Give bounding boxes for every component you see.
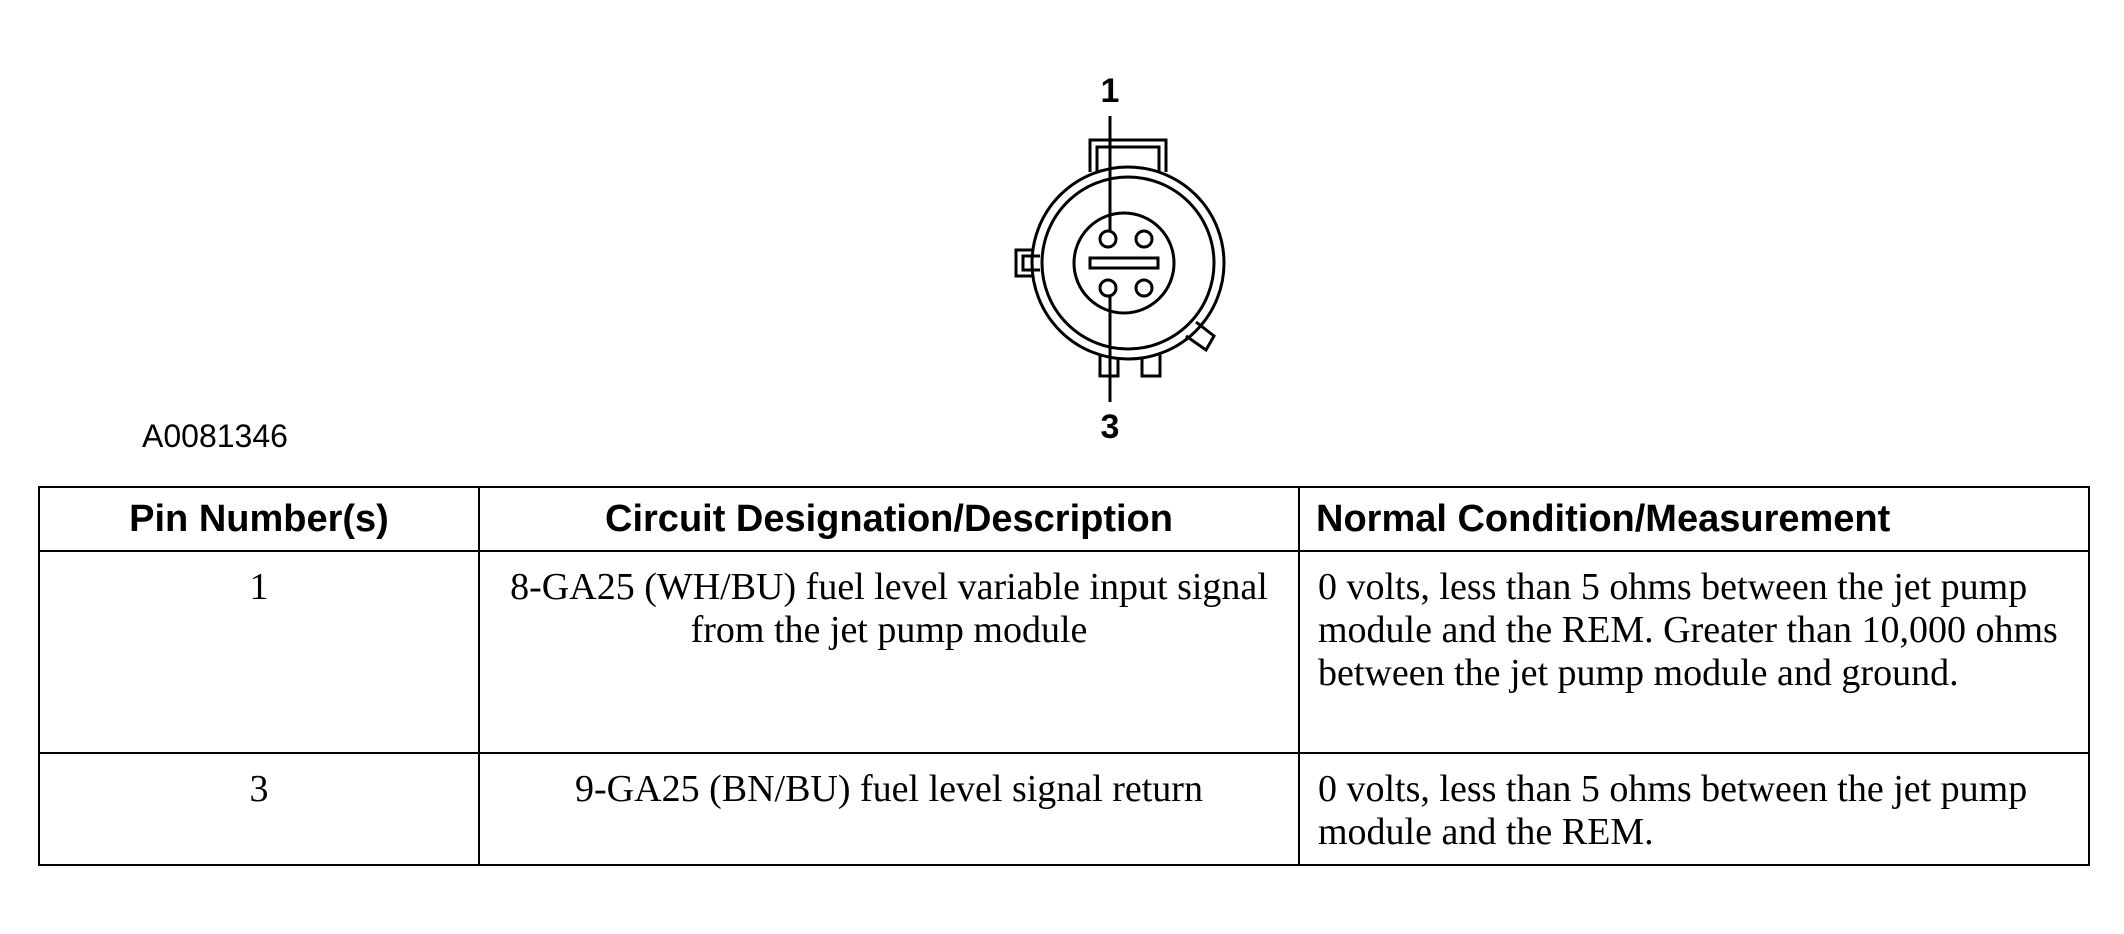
figure-id: A0081346 <box>142 418 288 454</box>
pin-cavities <box>1088 229 1160 298</box>
header-circuit-designation: Circuit Designation/Description <box>478 486 1300 552</box>
pin-table: Pin Number(s) Circuit Designation/Descri… <box>38 486 2090 866</box>
table-header-row: Pin Number(s) Circuit Designation/Descri… <box>38 486 2090 552</box>
connector-housing <box>1014 138 1226 378</box>
pin-label-3: 3 <box>1101 408 1120 446</box>
connector-diagram: 1 3 <box>1014 72 1226 446</box>
cell-measurement: 0 volts, less than 5 ohms between the je… <box>1298 752 2090 866</box>
cell-circuit: 9-GA25 (BN/BU) fuel level signal return <box>478 752 1300 866</box>
header-normal-condition: Normal Condition/Measurement <box>1298 486 2090 552</box>
table-row: 1 8-GA25 (WH/BU) fuel level variable inp… <box>38 550 2090 754</box>
pin-label-1: 1 <box>1101 72 1120 110</box>
header-pin-numbers: Pin Number(s) <box>38 486 480 552</box>
cell-measurement: 0 volts, less than 5 ohms between the je… <box>1298 550 2090 754</box>
cell-pin: 3 <box>38 752 480 866</box>
cell-circuit: 8-GA25 (WH/BU) fuel level variable input… <box>478 550 1300 754</box>
table-row: 3 9-GA25 (BN/BU) fuel level signal retur… <box>38 752 2090 866</box>
cell-pin: 1 <box>38 550 480 754</box>
